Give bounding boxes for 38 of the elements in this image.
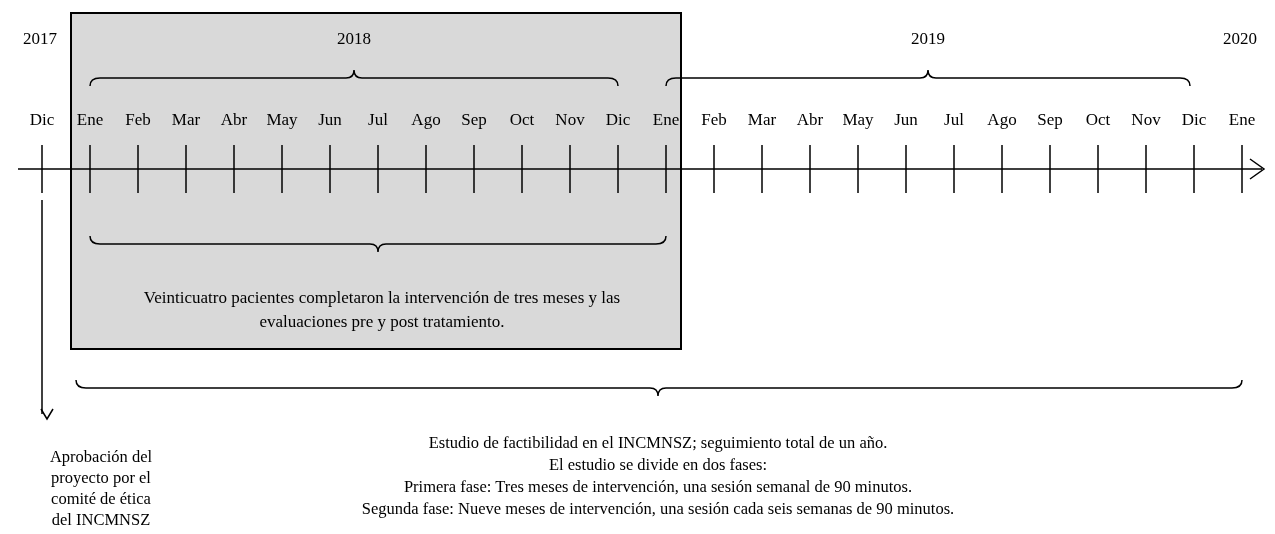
month-label: Ago <box>411 110 441 130</box>
month-label: Ago <box>987 110 1017 130</box>
month-label: Sep <box>461 110 487 130</box>
note-text: Aprobación del proyecto por el comité de ética del INCMNSZ <box>42 446 160 530</box>
month-label: Nov <box>555 110 585 130</box>
year-label: 2019 <box>911 29 945 49</box>
month-label: Ene <box>76 110 104 130</box>
month-label: May <box>266 110 298 130</box>
month-label: Jul <box>944 110 964 130</box>
year-label: 2017 <box>23 29 57 49</box>
month-label: Jul <box>368 110 388 130</box>
month-label: Dic <box>1181 110 1207 130</box>
box-text: Veinticuatro pacientes completaron la intervención de tres meses y las evaluaciones pre y post tratamiento. <box>142 287 622 333</box>
month-label: Mar <box>747 110 777 130</box>
year-label: 2020 <box>1223 29 1257 49</box>
description-line: Segunda fase: Nueve meses de intervención, una sesión cada seis semanas de 90 minutos. <box>361 498 955 520</box>
month-label: May <box>842 110 874 130</box>
month-label: Abr <box>220 110 248 130</box>
month-label: Jun <box>318 110 342 130</box>
month-label: Nov <box>1131 110 1161 130</box>
month-label: Feb <box>701 110 727 130</box>
month-label: Abr <box>796 110 824 130</box>
month-label: Ene <box>1228 110 1256 130</box>
month-label: Oct <box>1085 110 1111 130</box>
month-label: Mar <box>171 110 201 130</box>
arrow <box>40 199 54 420</box>
month-label: Jun <box>894 110 918 130</box>
month-label: Ene <box>652 110 680 130</box>
month-label: Sep <box>1037 110 1063 130</box>
month-label: Feb <box>125 110 151 130</box>
month-label: Dic <box>29 110 55 130</box>
shaded-box <box>70 12 682 350</box>
description-line: Primera fase: Tres meses de intervención, una sesión semanal de 90 minutos. <box>403 476 913 498</box>
year-label: 2018 <box>337 29 371 49</box>
description-line: El estudio se divide en dos fases: <box>548 454 768 476</box>
month-label: Dic <box>605 110 631 130</box>
month-label: Oct <box>509 110 535 130</box>
description-line: Estudio de factibilidad en el INCMNSZ; seguimiento total de un año. <box>428 432 888 454</box>
